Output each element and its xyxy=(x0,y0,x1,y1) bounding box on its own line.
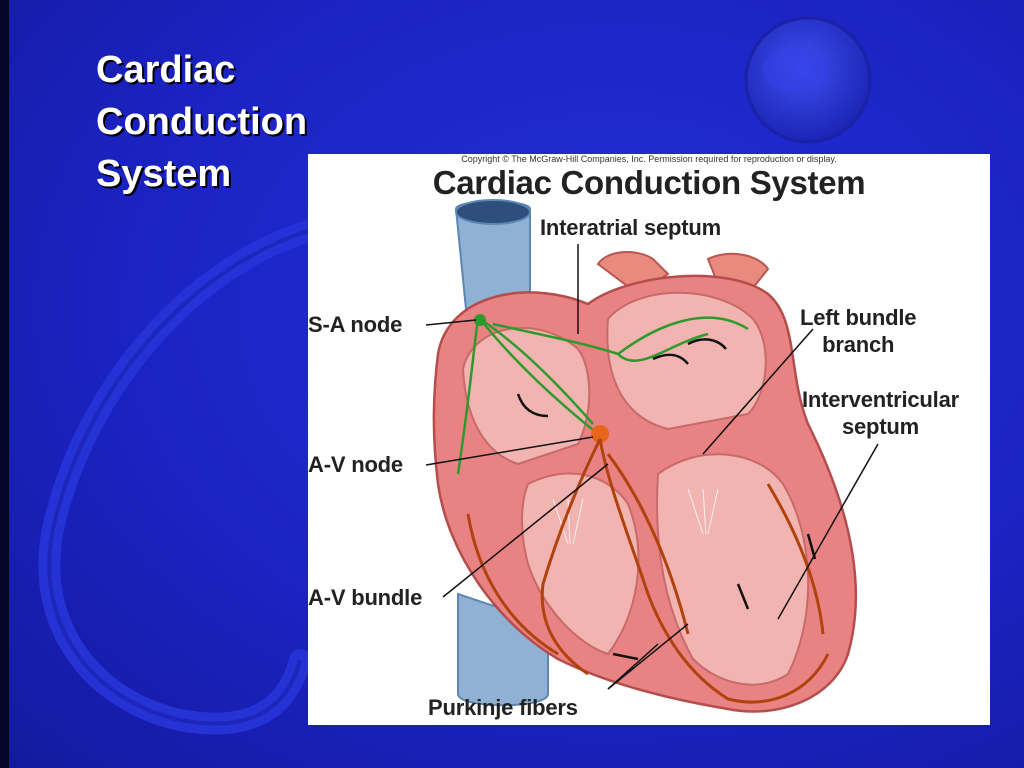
figure-title: Cardiac Conduction System xyxy=(432,164,866,201)
label-left-bundle-branch: Left bundle branch xyxy=(800,305,917,357)
left-ventricle xyxy=(656,453,810,686)
purkinje-fibers xyxy=(466,438,830,704)
av-node xyxy=(591,425,609,443)
label-interventricular-septum: Interventricular septum xyxy=(802,387,959,439)
copyright-notice: Copyright © The McGraw-Hill Companies, I… xyxy=(461,154,837,164)
label-purkinje-fibers: Purkinje fibers xyxy=(428,695,578,720)
vena-cava-opening xyxy=(455,199,531,225)
slide-title: Cardiac Conduction System xyxy=(96,49,308,195)
leader-lines xyxy=(425,244,879,690)
right-atrium xyxy=(461,327,591,466)
label-av-bundle: A-V bundle xyxy=(308,585,423,610)
label-sa-node: S-A node xyxy=(308,312,403,337)
sa-node xyxy=(474,314,486,326)
slide-left-bar xyxy=(0,0,9,768)
label-interatrial-septum: Interatrial septum xyxy=(540,215,722,240)
right-ventricle xyxy=(521,472,640,656)
heart-diagram: Copyright © The McGraw-Hill Companies, I… xyxy=(308,154,990,725)
label-av-node: A-V node xyxy=(308,452,403,477)
heart-illustration xyxy=(425,199,879,713)
internodal-fibers xyxy=(456,316,749,475)
